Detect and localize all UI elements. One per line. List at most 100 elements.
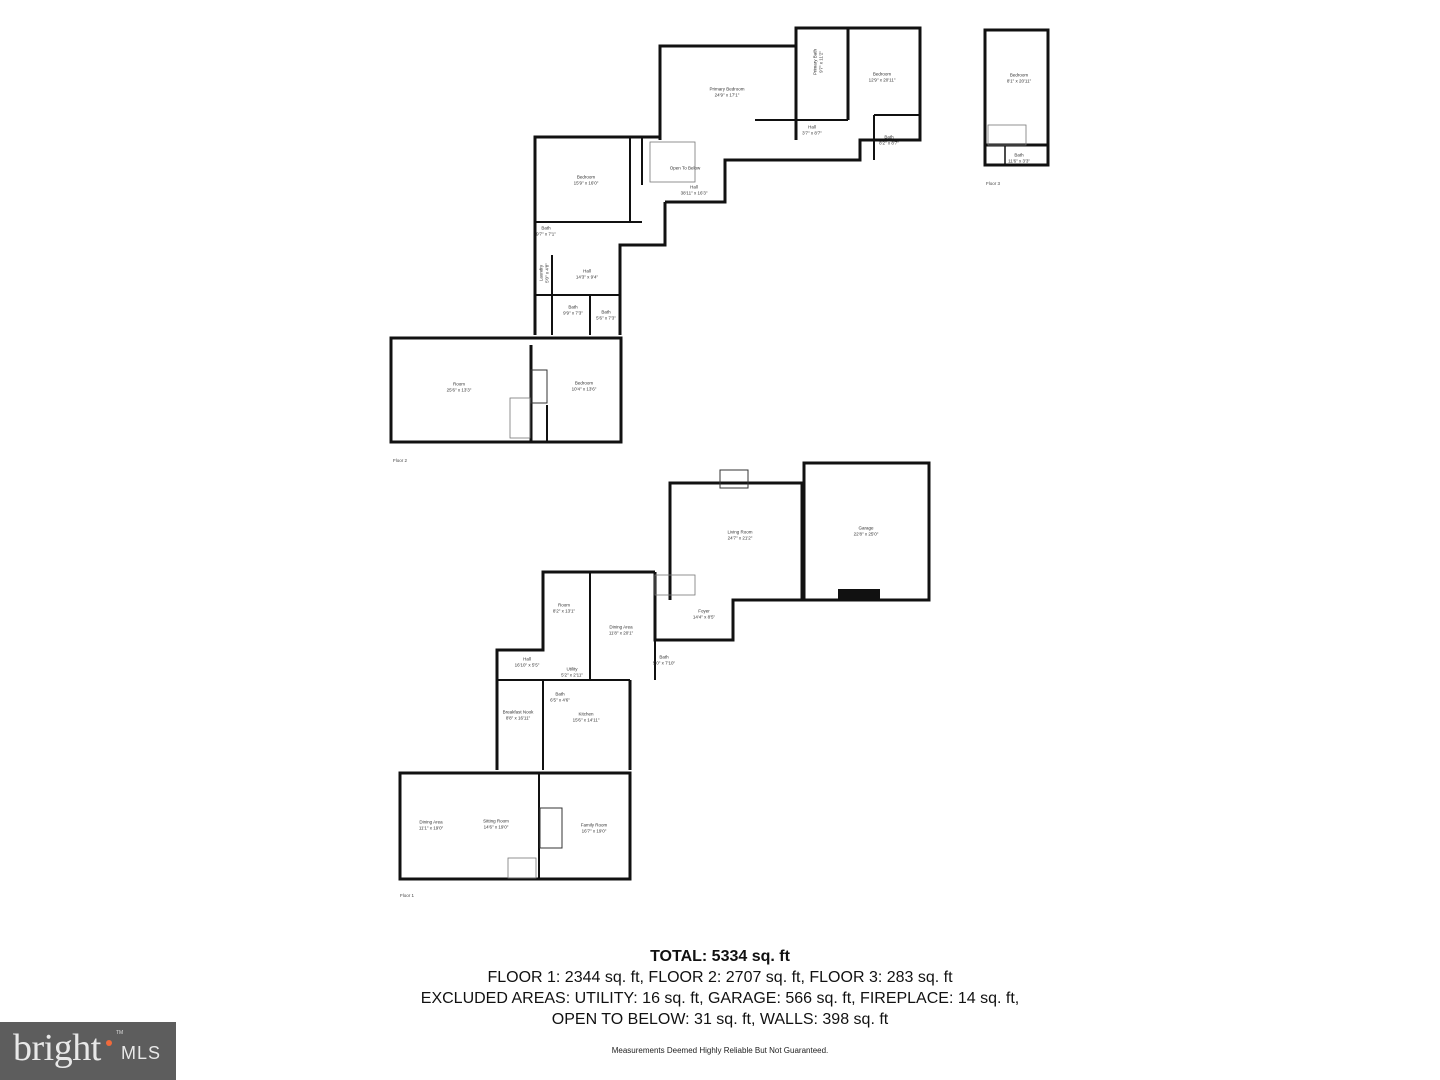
room-label-dining-area-2: Dining Area 11'1" x 19'0" xyxy=(419,820,443,831)
room-name: Breakfast Nook xyxy=(502,709,534,715)
fireplace-icons xyxy=(530,369,749,849)
room-dims: 14'3" x 9'4" xyxy=(575,274,599,279)
room-name: Bath xyxy=(555,691,565,697)
room-dims: 16'10" x 5'5" xyxy=(514,662,540,667)
room-label-hall-main: Hall 38'11" x 16'3" xyxy=(681,185,708,196)
room-name: Open To Below xyxy=(669,165,701,171)
room-name: Kitchen xyxy=(578,711,594,717)
floor-2-label: Floor 2 xyxy=(393,458,408,463)
room-label-kitchen: Kitchen 15'6" x 14'11" xyxy=(573,712,600,723)
disclaimer: Measurements Deemed Highly Reliable But … xyxy=(611,1046,829,1055)
room-name: Utility xyxy=(566,666,578,672)
room-name: Bath xyxy=(568,304,578,310)
logo-brand: bright xyxy=(13,1027,101,1069)
room-dims: 24'7" x 21'2" xyxy=(727,535,753,540)
room-name: Sitting Room xyxy=(483,818,509,824)
room-label-breakfast-nook: Breakfast Nook 8'8" x 16'11" xyxy=(503,710,534,721)
room-dims: 14'6" x 19'0" xyxy=(483,824,509,829)
room-name: Bedroom xyxy=(872,71,892,77)
room-name: Dining Area xyxy=(419,819,443,825)
room-label-open-to-below: Open To Below xyxy=(670,165,700,171)
room-dims: 11'1" x 19'0" xyxy=(418,825,444,830)
room-label-sitting-room: Sitting Room 14'6" x 19'0" xyxy=(483,819,509,830)
room-label-bedroom-2: Bedroom 12'9" x 20'11" xyxy=(869,72,896,83)
room-dims: 22'8" x 25'0" xyxy=(853,531,879,536)
floor-3-label: Floor 3 xyxy=(986,181,1001,186)
room-dims: 15'6" x 14'11" xyxy=(572,717,600,722)
room-label-bath-upper: Bath 8'2" x 8'7" xyxy=(879,135,899,146)
room-dims: 9'7" x 7'1" xyxy=(536,231,556,236)
room-label-bath-f1a: Bath 5'0" x 7'10" xyxy=(653,655,675,666)
total-area: TOTAL: 5334 sq. ft xyxy=(650,948,790,965)
room-label-primary-bath: Primary Bath 9'7" x 11'2" xyxy=(813,49,824,75)
room-label-laundry: Laundry 5'0" x 4'8" xyxy=(539,263,550,283)
room-name: Bath xyxy=(884,134,894,140)
room-name: Primary Bedroom xyxy=(709,86,745,92)
room-dims: 8'2" x 8'7" xyxy=(879,140,899,145)
stairs-icons xyxy=(507,124,1027,879)
room-name: Primary Bath xyxy=(812,48,818,76)
room-name: Dining Area xyxy=(609,624,633,630)
room-label-bath-b: Bath 9'9" x 7'3" xyxy=(563,305,583,316)
floor-areas: FLOOR 1: 2344 sq. ft, FLOOR 2: 2707 sq. … xyxy=(487,969,953,986)
room-dims: 8'2" x 13'1" xyxy=(552,608,576,613)
floor-1-walls xyxy=(398,461,931,881)
room-name: Hall xyxy=(523,656,531,662)
room-label-utility: Utility 5'2" x 2'11" xyxy=(561,667,583,678)
room-dims: 6'5" x 4'6" xyxy=(550,697,570,702)
room-dims: 9'9" x 7'3" xyxy=(563,310,583,315)
room-label-floor3-bedroom: Bedroom 8'1" x 20'11" xyxy=(1007,73,1031,84)
bright-mls-logo: bright TM MLS xyxy=(0,1022,176,1080)
room-name: Foyer xyxy=(698,608,710,614)
room-dims: 12'9" x 20'11" xyxy=(868,77,896,82)
room-dims: 8'8" x 16'11" xyxy=(505,715,531,720)
room-dims: 11'6" x 3'3" xyxy=(1008,158,1030,163)
room-dims: 9'7" x 11'2" xyxy=(818,51,823,73)
room-name: Laundry xyxy=(538,264,544,282)
room-label-bath-a: Bath 9'7" x 7'1" xyxy=(536,226,556,237)
room-label-primary-bedroom: Primary Bedroom 24'9" x 17'1" xyxy=(709,87,744,98)
floor-2-walls xyxy=(389,26,922,444)
room-name: Bath xyxy=(659,654,669,660)
room-dims: 8'1" x 20'11" xyxy=(1006,78,1032,83)
room-dims: 3'7" x 8'7" xyxy=(802,130,822,135)
room-name: Living Room xyxy=(727,529,753,535)
room-label-hall-f1: Hall 16'10" x 5'5" xyxy=(515,657,540,668)
logo-accent-dot xyxy=(106,1040,112,1046)
room-name: Bedroom xyxy=(574,380,594,386)
room-name: Garage xyxy=(858,525,874,531)
room-dims: 5'0" x 4'8" xyxy=(544,263,549,283)
excluded-areas-1: EXCLUDED AREAS: UTILITY: 16 sq. ft, GARA… xyxy=(420,990,1020,1007)
logo-trademark: TM xyxy=(116,1030,124,1036)
room-dims: 16'7" x 19'0" xyxy=(581,828,607,833)
room-dims: 38'11" x 16'3" xyxy=(680,190,708,195)
room-name: Bath xyxy=(541,225,551,231)
room-name: Bath xyxy=(601,309,611,315)
floor-1-label: Floor 1 xyxy=(400,893,415,898)
room-dims: 5'6" x 7'3" xyxy=(596,315,616,320)
room-label-bedroom-4: Bedroom 10'4" x 13'6" xyxy=(572,381,597,392)
room-dims: 14'4" x 8'5" xyxy=(692,614,716,619)
room-label-living-room: Living Room 24'7" x 21'2" xyxy=(727,530,752,541)
room-dims: 10'4" x 13'6" xyxy=(571,386,597,391)
room-label-bedroom-3: Bedroom 15'9" x 16'0" xyxy=(574,175,599,186)
room-label-floor3-bath: Bath 11'6" x 3'3" xyxy=(1008,153,1030,164)
logo-suffix: MLS xyxy=(121,1043,162,1063)
room-label-hall-upper: Hall 3'7" x 8'7" xyxy=(802,125,822,136)
room-label-dining-area-1: Dining Area 11'8" x 20'1" xyxy=(609,625,633,636)
room-name: Bedroom xyxy=(576,174,596,180)
room-label-bath-f1b: Bath 6'5" x 4'6" xyxy=(550,692,570,703)
room-label-garage: Garage 22'8" x 25'0" xyxy=(854,526,879,537)
room-name: Hall xyxy=(808,124,816,130)
room-name: Bedroom xyxy=(1009,72,1029,78)
room-dims: 5'2" x 2'11" xyxy=(561,672,583,677)
room-dims: 11'8" x 20'1" xyxy=(608,630,634,635)
room-label-room: Room 25'6" x 13'3" xyxy=(447,382,472,393)
room-dims: 5'0" x 7'10" xyxy=(652,660,676,665)
room-label-foyer: Foyer 14'4" x 8'5" xyxy=(693,609,715,620)
room-dims: 24'9" x 17'1" xyxy=(714,92,740,97)
room-dims: 15'9" x 16'0" xyxy=(573,180,599,185)
room-name: Hall xyxy=(690,184,698,190)
room-label-room-f1: Room 8'2" x 13'1" xyxy=(553,603,575,614)
